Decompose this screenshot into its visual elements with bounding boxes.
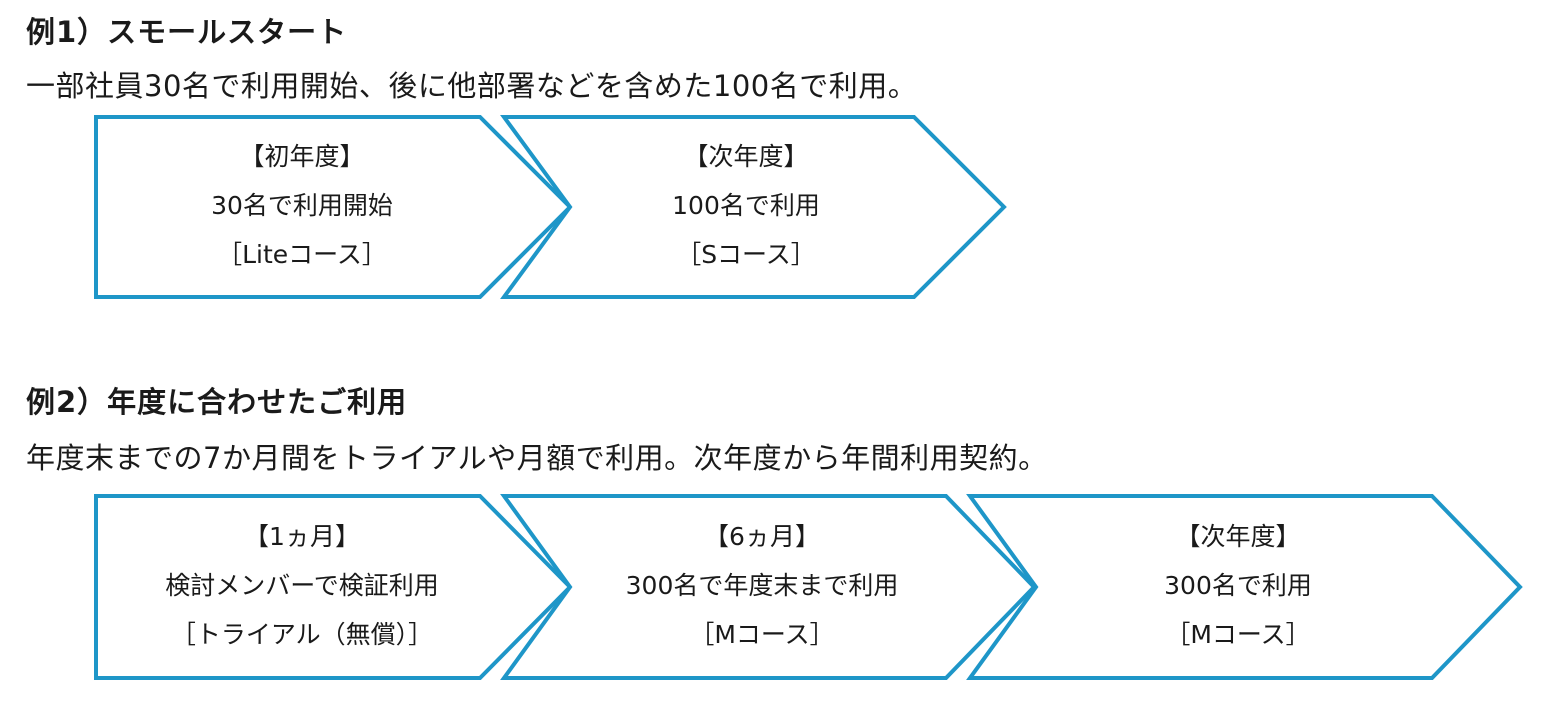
example2-step-1-chevron bbox=[94, 494, 573, 680]
example2-heading: 例2）年度に合わせたご利用 bbox=[26, 385, 408, 419]
example1-step-2-chevron bbox=[500, 115, 1007, 299]
example2-step-1-detail: 検討メンバーで検証利用 bbox=[165, 571, 439, 600]
example1-step-2-detail: 100名で利用 bbox=[672, 191, 820, 220]
example2-step-1-period: 【1ヵ月】 bbox=[244, 522, 360, 551]
example1-heading: 例1）スモールスタート bbox=[26, 15, 348, 49]
example2-step-3-detail: 300名で利用 bbox=[1164, 571, 1312, 600]
example2-step-3-plan: ［Mコース］ bbox=[1165, 620, 1310, 649]
example1-step-1-period: 【初年度】 bbox=[239, 142, 364, 171]
example2-step-3-chevron bbox=[966, 494, 1523, 680]
example1-step-2-plan: ［Sコース］ bbox=[676, 240, 816, 269]
example2-step-2-plan: ［Mコース］ bbox=[689, 620, 834, 649]
example1-step-2-period: 【次年度】 bbox=[683, 142, 808, 171]
example1-step-1-detail: 30名で利用開始 bbox=[211, 191, 393, 220]
example2-step-2-chevron bbox=[500, 494, 1037, 680]
example1-step-1-chevron bbox=[94, 115, 573, 299]
example2-step-1-plan: ［トライアル（無償）］ bbox=[171, 620, 433, 649]
example2-step-3-period: 【次年度】 bbox=[1175, 522, 1300, 551]
example2-step-2-period: 【6ヵ月】 bbox=[704, 522, 820, 551]
example2-description: 年度末までの7か月間をトライアルや月額で利用。次年度から年間利用契約。 bbox=[26, 441, 1048, 475]
example2-step-2-detail: 300名で年度末まで利用 bbox=[626, 571, 899, 600]
example1-description: 一部社員30名で利用開始、後に他部署などを含めた100名で利用。 bbox=[26, 69, 918, 103]
example1-step-1-plan: ［Liteコース］ bbox=[217, 240, 387, 269]
